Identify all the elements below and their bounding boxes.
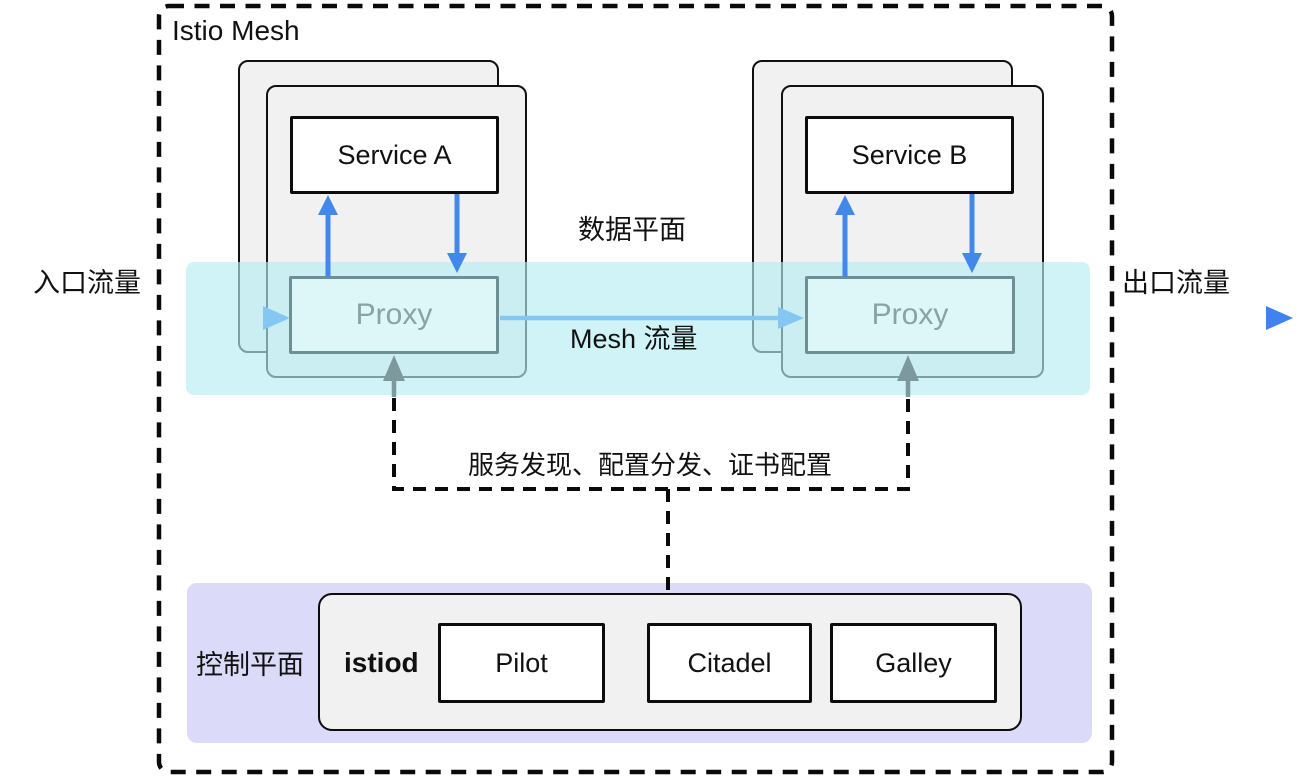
egress-traffic-label: 出口流量 — [1122, 268, 1230, 298]
pilot-label: Pilot — [495, 647, 548, 678]
citadel-box: Citadel — [647, 623, 812, 703]
control-link-label: 服务发现、配置分发、证书配置 — [468, 450, 833, 480]
service-b-label: Service B — [851, 139, 968, 170]
proxy-b-label: Proxy — [871, 298, 949, 331]
galley-box: Galley — [830, 623, 997, 703]
proxy-a-box: Proxy — [289, 276, 499, 354]
ingress-traffic-label: 入口流量 — [33, 268, 141, 298]
control-plane-label: 控制平面 — [196, 650, 304, 680]
service-b-box: Service B — [805, 116, 1014, 194]
proxy-a-label: Proxy — [355, 298, 433, 331]
pilot-box: Pilot — [438, 623, 605, 703]
citadel-label: Citadel — [687, 647, 772, 678]
istiod-label: istiod — [344, 647, 419, 678]
galley-label: Galley — [875, 647, 952, 678]
data-plane-label: 数据平面 — [578, 215, 686, 245]
service-a-label: Service A — [337, 139, 452, 170]
istio-mesh-title: Istio Mesh — [172, 15, 300, 46]
mesh-traffic-label: Mesh 流量 — [570, 324, 698, 354]
service-a-box: Service A — [290, 116, 499, 194]
proxy-b-box: Proxy — [805, 276, 1015, 354]
